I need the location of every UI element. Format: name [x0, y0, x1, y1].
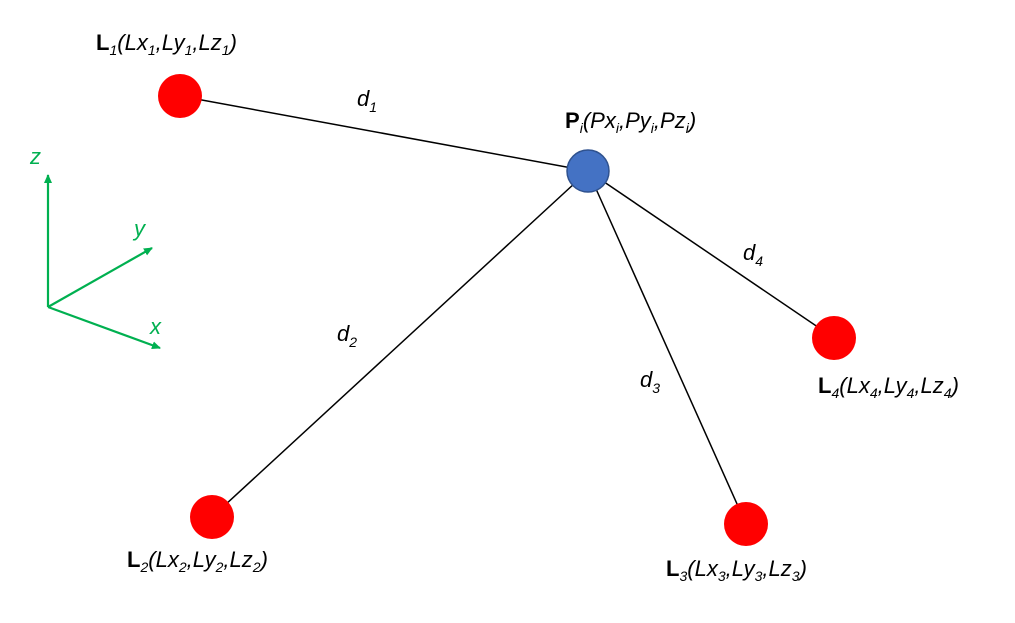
anchor-node-3	[724, 502, 768, 546]
anchor-label-3: L3(Lx3,Ly3,Lz3)	[666, 556, 807, 584]
anchor-label-2: L2(Lx2,Ly2,Lz2)	[127, 547, 268, 575]
anchor-node-4	[812, 316, 856, 360]
anchor-label-4: L4(Lx4,Ly4,Lz4)	[818, 373, 959, 401]
y-axis	[47, 247, 153, 308]
distance-label-1: d1	[357, 86, 377, 115]
x-axis-label: x	[149, 314, 162, 339]
y-axis-label: y	[132, 216, 147, 241]
point-label: Pi(Pxi,Pyi,Pzi)	[565, 108, 696, 136]
x-axis	[47, 305, 161, 350]
nodes	[158, 74, 856, 546]
distance-label-4: d4	[743, 240, 763, 269]
target-point-node	[566, 149, 610, 193]
distance-line-4	[587, 170, 835, 339]
anchor-node-2	[190, 495, 234, 539]
distance-label-3: d3	[640, 367, 660, 396]
distance-label-2: d2	[337, 321, 357, 350]
coordinate-labels: L1(Lx1,Ly1,Lz1) Pi(Pxi,Pyi,Pzi) L4(Lx4,L…	[96, 30, 959, 584]
z-axis-label: z	[29, 144, 41, 169]
distance-labels: d1 d2 d3 d4	[337, 86, 763, 396]
anchor-node-1	[158, 74, 202, 118]
distance-line-1	[179, 95, 589, 172]
distance-line-2	[211, 170, 589, 518]
distance-lines	[179, 95, 835, 525]
anchor-label-1: L1(Lx1,Ly1,Lz1)	[96, 30, 237, 58]
distance-line-3	[587, 170, 747, 525]
coordinate-axes: z y x	[29, 144, 162, 350]
